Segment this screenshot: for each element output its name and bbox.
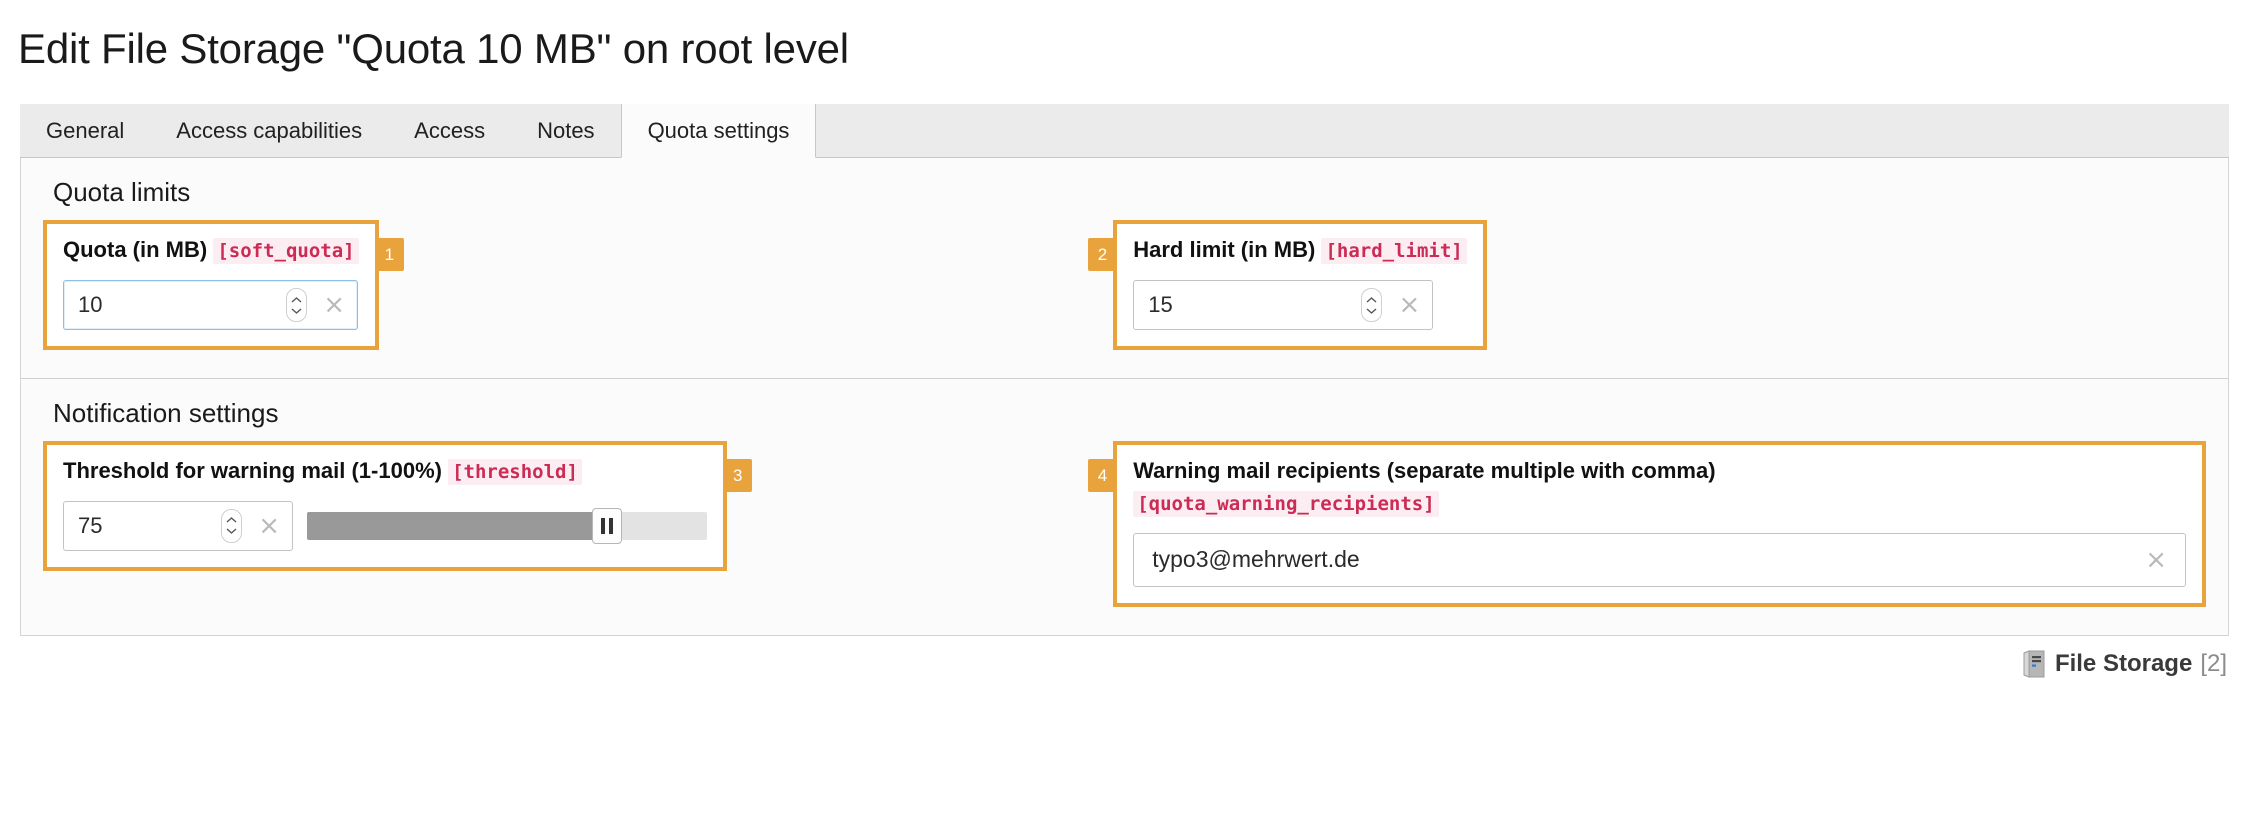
threshold-slider[interactable] — [307, 507, 707, 544]
threshold-input[interactable]: 75 × — [63, 500, 293, 551]
chevron-up-icon — [1366, 296, 1377, 303]
tab-bar: General Access capabilities Access Notes… — [20, 104, 2229, 159]
slider-fill — [307, 511, 607, 540]
hard-limit-value: 15 — [1148, 292, 1173, 318]
recipients-label-text: Warning mail recipients (separate multip… — [1133, 457, 1716, 483]
hard-limit-label-text: Hard limit (in MB) — [1133, 237, 1316, 263]
hard-limit-label: Hard limit (in MB) [hard_limit] — [1133, 234, 1467, 266]
threshold-input-wrap: 75 × — [63, 500, 707, 551]
grip-bar-icon — [601, 517, 605, 534]
threshold-clear-icon[interactable]: × — [258, 510, 280, 541]
soft-quota-fieldname: [soft_quota] — [213, 238, 359, 265]
tab-label: General — [46, 117, 125, 143]
tab-content-panel: Quota limits 1 Quota (in MB) [soft_quota… — [20, 158, 2229, 636]
file-storage-icon — [2023, 649, 2045, 678]
threshold-column: 3 Threshold for warning mail (1-100%) [t… — [43, 440, 1081, 571]
section-title: Notification settings — [53, 398, 279, 429]
quota-limits-row: 1 Quota (in MB) [soft_quota] 10 — [43, 220, 2206, 351]
tab-notes[interactable]: Notes — [511, 104, 620, 157]
page-title: Edit File Storage "Quota 10 MB" on root … — [18, 25, 849, 72]
threshold-value: 75 — [78, 512, 103, 538]
tab-access[interactable]: Access — [388, 104, 511, 157]
record-type-label: File Storage — [2054, 649, 2193, 677]
slider-handle[interactable] — [592, 507, 622, 544]
annotation-badge-3: 3 — [723, 458, 753, 492]
recipients-column: 4 Warning mail recipients (separate mult… — [1081, 440, 2206, 607]
soft-quota-column: 1 Quota (in MB) [soft_quota] 10 — [43, 220, 1081, 351]
chevron-up-icon — [226, 517, 237, 523]
threshold-label: Threshold for warning mail (1-100%) [thr… — [63, 455, 707, 487]
recipients-clear-icon[interactable]: × — [2145, 544, 2167, 575]
tab-label: Notes — [537, 117, 595, 143]
soft-quota-input-wrap: 10 × — [63, 280, 359, 331]
threshold-highlight-box: 3 Threshold for warning mail (1-100%) [t… — [43, 440, 753, 571]
soft-quota-label-text: Quota (in MB) — [63, 237, 208, 263]
annotation-badge-1: 1 — [374, 238, 405, 272]
hard-limit-input-wrap: 15 × — [1133, 280, 1467, 331]
tab-label: Access capabilities — [176, 117, 363, 143]
soft-quota-input[interactable]: 10 × — [63, 280, 358, 331]
recipients-value: typo3@mehrwert.de — [1152, 546, 1360, 573]
tab-quota-settings[interactable]: Quota settings — [620, 104, 817, 159]
recipients-highlight-box: 4 Warning mail recipients (separate mult… — [1087, 440, 2206, 607]
tab-label: Quota settings — [647, 117, 790, 143]
notification-settings-row: 3 Threshold for warning mail (1-100%) [t… — [43, 440, 2206, 607]
threshold-label-text: Threshold for warning mail (1-100%) — [63, 457, 442, 483]
soft-quota-highlight-box: 1 Quota (in MB) [soft_quota] 10 — [43, 220, 405, 351]
recipients-fieldname: [quota_warning_recipients] — [1133, 490, 1439, 517]
tab-label: Access — [414, 117, 486, 143]
hard-limit-fieldname: [hard_limit] — [1321, 238, 1467, 265]
hard-limit-clear-icon[interactable]: × — [1398, 290, 1421, 321]
tab-general[interactable]: General — [20, 104, 150, 157]
threshold-fieldname: [threshold] — [448, 458, 582, 485]
chevron-down-icon — [291, 308, 302, 314]
record-type-footer: File Storage [2] — [0, 636, 2249, 678]
hard-limit-highlight-box: 2 Hard limit (in MB) [hard_limit] 15 — [1087, 220, 1487, 351]
recipients-input[interactable]: typo3@mehrwert.de × — [1133, 532, 2186, 587]
soft-quota-value: 10 — [78, 292, 103, 318]
hard-limit-column: 2 Hard limit (in MB) [hard_limit] 15 — [1081, 220, 2206, 351]
section-quota-limits: Quota limits 1 Quota (in MB) [soft_quota… — [21, 158, 2228, 378]
soft-quota-label: Quota (in MB) [soft_quota] — [63, 234, 359, 266]
chevron-up-icon — [291, 296, 302, 303]
annotation-badge-4: 4 — [1087, 458, 1118, 492]
section-title: Quota limits — [53, 177, 191, 208]
tab-access-capabilities[interactable]: Access capabilities — [150, 104, 388, 157]
hard-limit-stepper[interactable] — [1361, 288, 1383, 323]
soft-quota-stepper[interactable] — [286, 288, 308, 323]
grip-bar-icon — [609, 517, 613, 534]
threshold-stepper[interactable] — [221, 508, 243, 543]
hard-limit-input[interactable]: 15 × — [1133, 280, 1434, 331]
annotation-badge-2: 2 — [1087, 238, 1118, 272]
chevron-down-icon — [226, 528, 237, 535]
soft-quota-clear-icon[interactable]: × — [323, 290, 345, 321]
section-notification-settings: Notification settings 3 Threshold for wa… — [21, 378, 2228, 635]
chevron-down-icon — [1366, 308, 1377, 314]
recipients-label: Warning mail recipients (separate multip… — [1133, 455, 2186, 519]
record-type-count: [2] — [2200, 649, 2227, 677]
